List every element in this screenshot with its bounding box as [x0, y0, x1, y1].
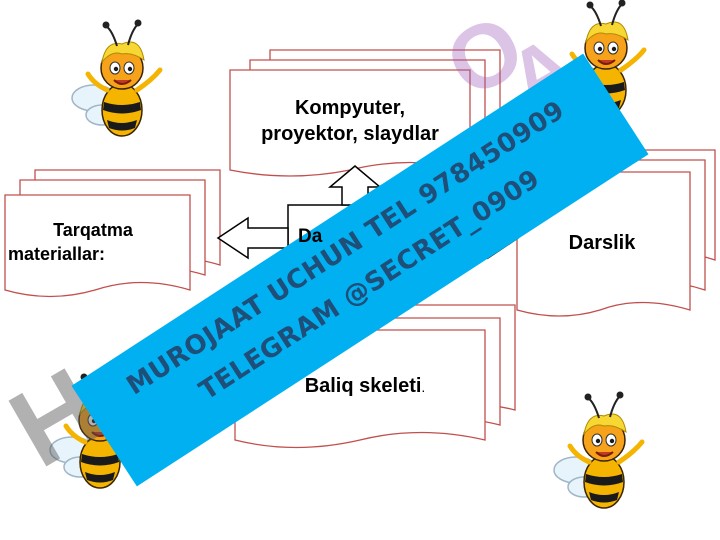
doc-stack-left	[4, 169, 221, 298]
box-top-line1: Kompyuter,	[294, 97, 406, 119]
box-right-label: Darslik	[568, 232, 636, 254]
box-left-text: Tarqatma materiallar:	[8, 218, 178, 266]
box-bottom-label: Baliq skeleti	[304, 375, 422, 397]
box-bottom-text: Baliq skeleti.	[250, 375, 480, 398]
box-center-text: Da	[298, 226, 322, 248]
bee-icon	[554, 392, 642, 509]
box-top-text: Kompyuter, proyektor, slaydlar	[232, 95, 468, 147]
bee-icon	[72, 20, 160, 137]
box-right-text: Darslik	[522, 232, 682, 255]
box-center-label: Da	[298, 226, 323, 247]
box-bottom-suffix: .	[421, 379, 426, 395]
watermark-banner	[71, 53, 649, 487]
box-left-line2: materiallar:	[8, 244, 106, 264]
box-left-line1: Tarqatma	[53, 220, 133, 240]
arrow-left	[216, 216, 289, 260]
doc-stack-top	[229, 49, 501, 177]
box-top-line2: proyektor, slaydlar	[261, 123, 439, 145]
